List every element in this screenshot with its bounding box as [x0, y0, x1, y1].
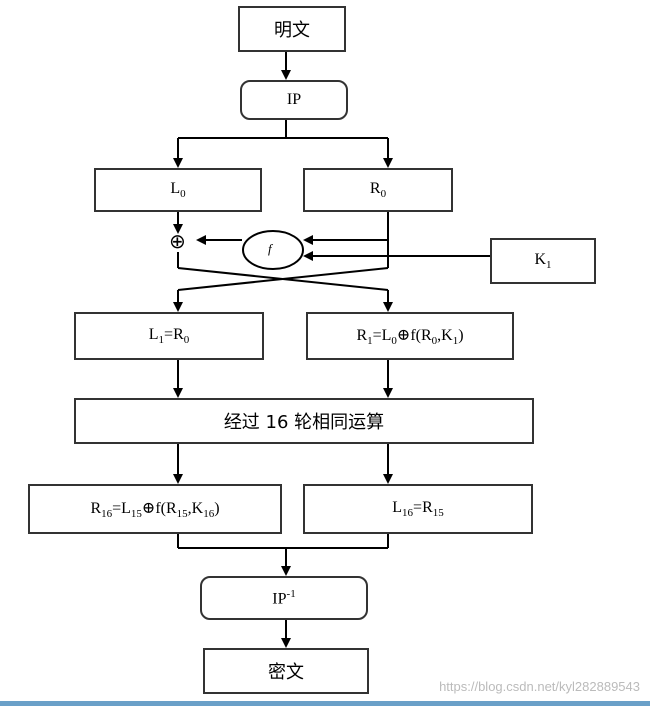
plaintext-box: 明文: [238, 6, 346, 52]
xor-symbol: ⊕: [169, 229, 186, 253]
ciphertext-label: 密文: [268, 662, 304, 683]
rounds-label: 经过 16 轮相同运算: [223, 412, 385, 433]
l16-label: L16=R15: [392, 498, 444, 520]
ip-inverse-label: IP-1: [272, 587, 296, 608]
r1-box: R1=L0⊕f(R0,K1): [306, 312, 514, 360]
plaintext-label: 明文: [274, 20, 310, 41]
ip-label: IP: [286, 91, 302, 108]
bottom-border: [0, 701, 650, 706]
r16-box: R16=L15⊕f(R15,K16): [28, 484, 282, 534]
ciphertext-box: 密文: [203, 648, 369, 694]
k1-label: K1: [534, 250, 552, 272]
ip-inverse-box: IP-1: [200, 576, 368, 620]
l1-box: L1=R0: [74, 312, 264, 360]
f-function-ellipse: [242, 230, 304, 270]
r0-box: R0: [303, 168, 453, 212]
l0-label: L0: [170, 179, 186, 201]
rounds-box: 经过 16 轮相同运算: [74, 398, 534, 444]
r1-label: R1=L0⊕f(R0,K1): [356, 326, 464, 348]
l0-box: L0: [94, 168, 262, 212]
l1-label: L1=R0: [148, 325, 190, 347]
watermark-text: https://blog.csdn.net/kyl282889543: [439, 679, 640, 694]
r16-label: R16=L15⊕f(R15,K16): [90, 499, 220, 521]
l16-box: L16=R15: [303, 484, 533, 534]
f-function-label: f: [268, 241, 272, 256]
k1-box: K1: [490, 238, 596, 284]
r0-label: R0: [369, 179, 387, 201]
ip-box: IP: [240, 80, 348, 120]
